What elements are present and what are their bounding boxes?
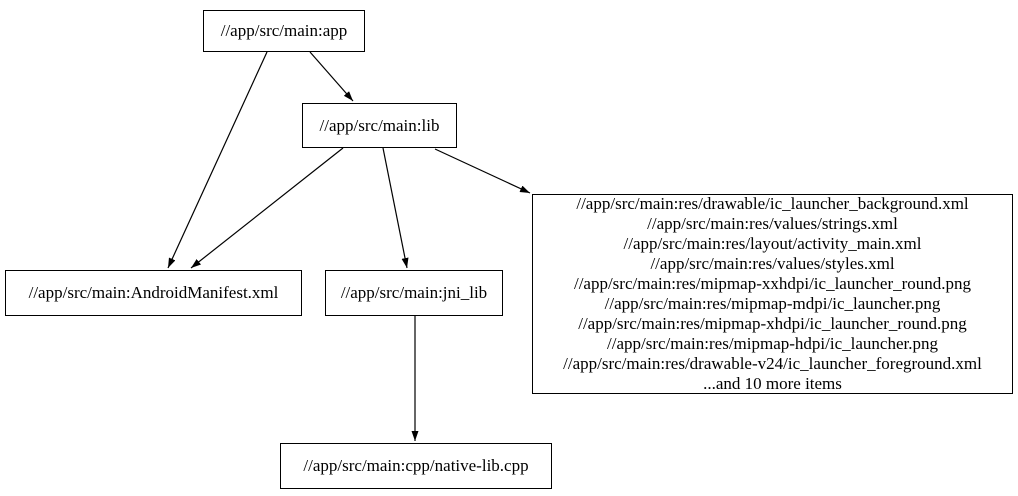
resources-line: //app/src/main:res/layout/activity_main.… [623, 234, 922, 253]
node-lib: //app/src/main:lib [302, 103, 457, 148]
node-android-manifest-label: //app/src/main:AndroidManifest.xml [28, 283, 279, 302]
node-jni-lib: //app/src/main:jni_lib [325, 270, 503, 316]
edge-lib-to-android-manifest [190, 147, 344, 269]
node-jni-lib-label: //app/src/main:jni_lib [340, 283, 488, 302]
node-lib-label: //app/src/main:lib [319, 115, 440, 135]
resources-line: //app/src/main:res/mipmap-mdpi/ic_launch… [604, 294, 941, 313]
resources-more-items-line: ...and 10 more items [703, 374, 842, 393]
resources-line: //app/src/main:res/values/strings.xml [647, 214, 898, 233]
node-app-label: //app/src/main:app [220, 21, 348, 40]
resources-line: //app/src/main:res/drawable/ic_launcher_… [576, 194, 969, 213]
edge-lib-to-jni-lib [382, 147, 409, 269]
node-resources-group: //app/src/main:res/drawable/ic_launcher_… [532, 194, 1013, 394]
node-app: //app/src/main:app [203, 10, 365, 52]
edge-lib-to-resources [434, 148, 531, 194]
resources-line: //app/src/main:res/mipmap-xxhdpi/ic_laun… [573, 274, 972, 293]
resources-line: //app/src/main:res/values/styles.xml [650, 254, 895, 273]
resources-line: //app/src/main:res/drawable-v24/ic_launc… [563, 354, 982, 373]
resources-line: //app/src/main:res/mipmap-hdpi/ic_launch… [607, 334, 938, 353]
node-native-lib-cpp-label: //app/src/main:cpp/native-lib.cpp [303, 456, 529, 475]
edge-app-to-lib [309, 51, 354, 102]
edge-app-to-android-manifest [167, 51, 268, 269]
node-native-lib-cpp: //app/src/main:cpp/native-lib.cpp [280, 443, 552, 489]
resources-line: //app/src/main:res/mipmap-xhdpi/ic_launc… [578, 314, 967, 333]
node-android-manifest: //app/src/main:AndroidManifest.xml [5, 270, 302, 316]
